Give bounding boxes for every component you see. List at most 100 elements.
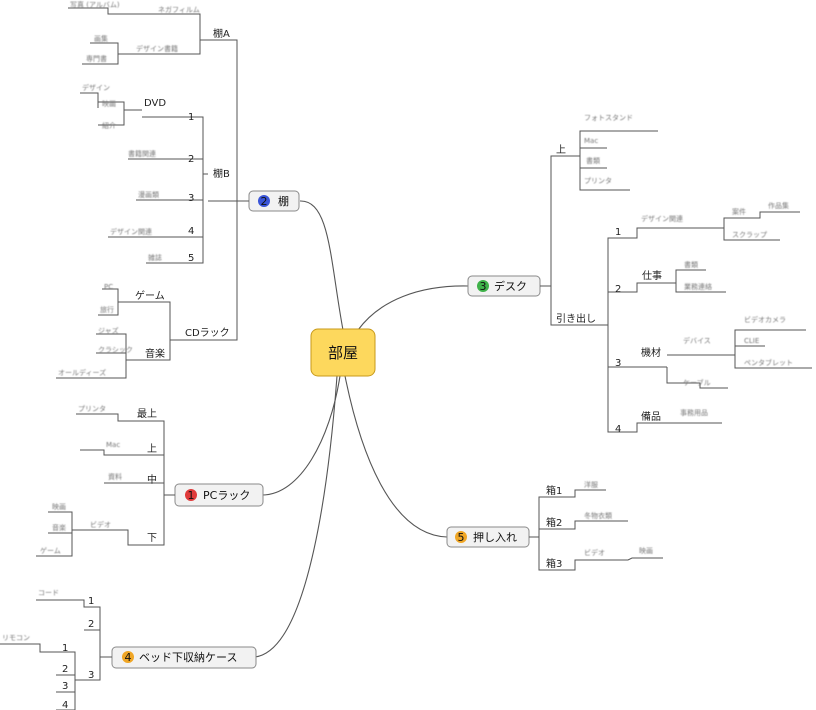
svg-text:映画: 映画	[102, 99, 116, 108]
svg-text:映画: 映画	[639, 546, 653, 555]
svg-text:音楽: 音楽	[52, 523, 66, 532]
svg-text:ビデオカメラ: ビデオカメラ	[744, 315, 786, 324]
branch-label: ベッド下収納ケース	[139, 651, 237, 664]
svg-text:ゲーム: ゲーム	[40, 546, 61, 555]
bed-case-3-3: 3	[62, 681, 68, 692]
svg-text:書籍関連: 書籍関連	[128, 149, 156, 158]
branch-shelf[interactable]: 2 棚	[248, 190, 300, 212]
closet-box2: 箱2	[546, 516, 562, 529]
branch-label: 押し入れ	[473, 530, 517, 544]
bed-case-3: 3	[88, 670, 94, 681]
svg-text:書類: 書類	[586, 156, 600, 165]
svg-text:CLIE: CLIE	[744, 337, 759, 345]
branch-desk[interactable]: 3 デスク	[467, 275, 541, 297]
bed-case-3-4: 4	[62, 700, 68, 710]
badge-5-icon	[455, 531, 467, 543]
svg-text:事務用品: 事務用品	[680, 408, 708, 417]
pc-rack-connectors	[36, 413, 175, 557]
badge-number: 5	[458, 531, 465, 544]
cd-music-label: 音楽	[145, 347, 165, 360]
badge-1-icon	[185, 489, 197, 501]
svg-text:ビデオ: ビデオ	[584, 548, 605, 557]
svg-text:デザイン: デザイン	[82, 83, 110, 92]
badge-number: 4	[125, 651, 132, 664]
svg-text:スクラップ: スクラップ	[732, 231, 767, 239]
desk-work-label: 仕事	[642, 269, 662, 282]
svg-text:ネガフィルム: ネガフィルム	[158, 5, 200, 14]
svg-text:フォトスタンド: フォトスタンド	[584, 113, 633, 122]
bed-case-connectors	[0, 599, 112, 710]
desk-row2: 2	[615, 284, 621, 295]
branch-label: PCラック	[203, 489, 250, 502]
shelf-b-row4: 4	[188, 226, 194, 237]
badge-3-icon	[477, 280, 489, 292]
svg-text:Mac: Mac	[106, 441, 120, 449]
svg-text:Mac: Mac	[584, 137, 598, 145]
bed-case-2: 2	[88, 619, 94, 630]
svg-text:PC: PC	[104, 283, 113, 291]
svg-text:案件: 案件	[732, 207, 746, 216]
branch-label: デスク	[494, 279, 527, 293]
bed-case-3-1: 1	[62, 643, 68, 654]
pc-rack-middle: 中	[147, 473, 157, 486]
desk-row1: 1	[615, 227, 621, 238]
svg-text:紹介: 紹介	[102, 121, 116, 130]
pc-rack-top: 最上	[137, 408, 157, 420]
svg-text:画集: 画集	[94, 34, 108, 43]
svg-text:冬物衣類: 冬物衣類	[584, 511, 612, 520]
desk-drawer-label: 引き出し	[556, 312, 596, 325]
root-node[interactable]: 部屋	[310, 328, 376, 377]
bed-case-1: 1	[88, 596, 94, 607]
svg-text:ケーブル: ケーブル	[683, 378, 711, 387]
shelf-b-dvd: DVD	[144, 98, 166, 109]
svg-text:コード: コード	[38, 589, 59, 597]
svg-text:書類: 書類	[684, 260, 698, 269]
svg-text:洋服: 洋服	[584, 480, 598, 489]
shelf-b-row3: 3	[188, 193, 194, 204]
branch-label: 棚	[278, 194, 289, 208]
svg-text:オールディーズ: オールディーズ	[58, 368, 106, 377]
cd-game-label: ゲーム	[135, 290, 165, 302]
pc-rack-lower: 下	[147, 533, 157, 544]
branch-closet[interactable]: 5 押し入れ	[446, 526, 530, 548]
desk-equipment-label: 機材	[641, 346, 661, 359]
svg-text:デザイン関連: デザイン関連	[641, 214, 683, 223]
svg-text:業務連絡: 業務連絡	[684, 282, 712, 291]
closet-box1: 箱1	[546, 484, 562, 497]
cd-rack-label: CDラック	[185, 327, 230, 339]
svg-text:雑誌: 雑誌	[148, 253, 162, 262]
shelf-b-row1: 1	[188, 112, 194, 123]
shelf-b-row2: 2	[188, 154, 194, 165]
svg-text:旅行: 旅行	[100, 305, 114, 314]
svg-text:デザイン関連: デザイン関連	[110, 227, 152, 236]
branch-pc-rack[interactable]: 1 PCラック	[174, 483, 264, 507]
desk-connectors	[540, 130, 812, 433]
desk-row3: 3	[615, 358, 621, 369]
main-connectors	[254, 200, 469, 658]
shelf-b-row5: 5	[188, 253, 194, 264]
desk-supplies-label: 備品	[641, 410, 661, 423]
svg-text:デバイス: デバイス	[683, 336, 711, 345]
svg-text:漫画類: 漫画類	[138, 190, 159, 199]
badge-4-icon	[122, 651, 134, 663]
bed-case-3-2: 2	[62, 664, 68, 675]
shelf-a-label: 棚A	[213, 27, 230, 40]
svg-text:資料: 資料	[108, 472, 122, 481]
svg-text:写真 (アルバム): 写真 (アルバム)	[70, 0, 120, 9]
badge-2-icon	[258, 195, 270, 207]
svg-text:ペンタブレット: ペンタブレット	[744, 358, 793, 367]
svg-text:映画: 映画	[52, 502, 66, 511]
desk-top-label: 上	[556, 144, 566, 156]
desk-row4: 4	[615, 424, 621, 435]
badge-number: 1	[188, 489, 195, 502]
branch-bed-case[interactable]: 4 ベッド下収納ケース	[111, 646, 257, 669]
svg-text:作品集: 作品集	[768, 201, 789, 210]
pc-rack-upper: 上	[147, 443, 157, 455]
svg-text:ジャズ: ジャズ	[98, 326, 119, 335]
svg-text:リモコン: リモコン	[2, 634, 30, 642]
svg-text:専門書: 専門書	[86, 54, 107, 63]
svg-text:デザイン書籍: デザイン書籍	[136, 44, 178, 53]
shelf-b-label: 棚B	[213, 167, 230, 180]
shelf-connectors	[56, 7, 249, 379]
